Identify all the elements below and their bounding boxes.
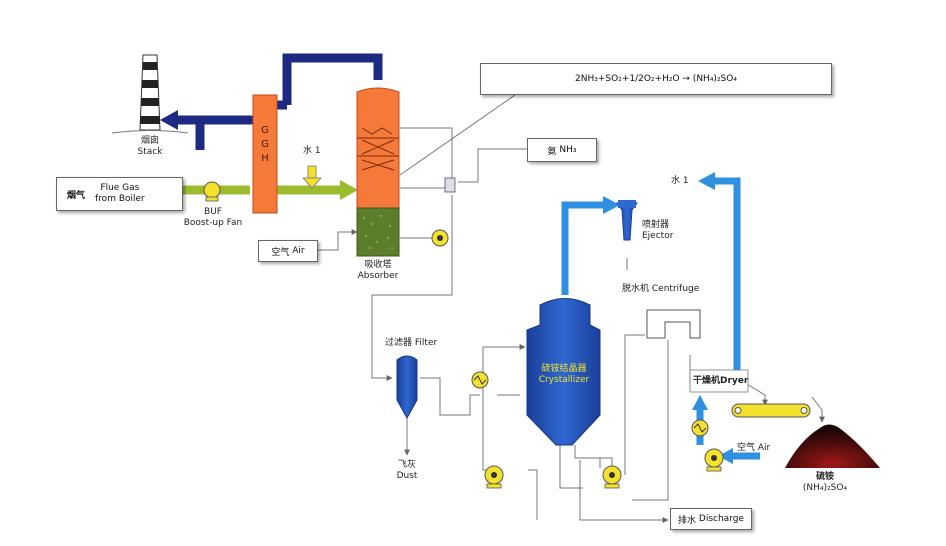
absorber-label: 吸收塔 Absorber <box>348 260 408 282</box>
product-cn: 硫铵 <box>815 472 834 482</box>
stack-en: Stack <box>137 147 163 157</box>
flue-gas-arrowhead <box>340 180 358 200</box>
buf-cn: BUF <box>204 207 222 217</box>
filter <box>396 355 418 420</box>
absorber-pump <box>431 229 449 247</box>
ejector-label: 喷射器 Ejector <box>642 220 673 242</box>
absorber-en: Absorber <box>357 271 399 281</box>
nh3-en: NH₃ <box>559 145 577 155</box>
dryer-en: Dryer <box>720 376 749 386</box>
ammonia-inlet-box: 氨 NH₃ <box>527 138 597 162</box>
dust-en: Dust <box>396 471 418 481</box>
dust-cn: 飞灰 <box>397 460 416 470</box>
crystallizer-en: Crystallizer <box>538 375 590 385</box>
reaction-equation: 2NH₃+SO₂+1/2O₂+H₂O → (NH₄)₂SO₄ <box>575 74 737 84</box>
ejector-en: Ejector <box>642 231 674 241</box>
ejector-cn: 喷射器 <box>642 220 670 230</box>
discharge-en: Discharge <box>698 514 744 524</box>
filter-cn: 过滤器 <box>385 338 413 348</box>
centrifuge-label: 脱水机 Centrifuge <box>622 284 699 295</box>
vapor-arrowhead-ejector <box>603 196 620 214</box>
buf-label: BUF Boost-up Fan <box>180 207 246 229</box>
buf-en: Boost-up Fan <box>183 218 243 228</box>
pump-recycle <box>484 465 504 489</box>
ejector <box>616 200 638 241</box>
air2-cn: 空气 <box>737 443 756 453</box>
absorber-tower <box>356 87 400 257</box>
clean-gas-arrowhead <box>160 110 178 130</box>
inline-exchanger <box>444 177 456 193</box>
dust-label: 飞灰 Dust <box>387 460 427 482</box>
heater-dryer <box>691 419 709 437</box>
filter-label: 过滤器 Filter <box>385 338 437 349</box>
dryer-housing <box>689 369 749 393</box>
filter-en: Filter <box>414 338 438 348</box>
booster-fan <box>203 181 221 202</box>
crystallizer <box>526 298 601 446</box>
air-cn: 空气 <box>271 247 290 258</box>
flue-gas-inlet-box: 烟气 Flue Gas from Boiler <box>56 177 183 211</box>
product-label: 硫铵 (NH₄)₂SO₄ <box>795 472 855 494</box>
reaction-equation-box: 2NH₃+SO₂+1/2O₂+H₂O → (NH₄)₂SO₄ <box>480 63 832 95</box>
clean-gas-duct <box>178 53 383 150</box>
air2-label: 空气 Air <box>737 443 770 454</box>
water-inlet-arrow-1 <box>302 165 322 189</box>
air-arrowhead-dryer <box>718 448 733 464</box>
air-inlet-box: 空气 Air <box>258 240 318 262</box>
fan-dryer-air <box>704 448 724 472</box>
crystallizer-label: 硫铵结晶器 Crystallizer <box>531 364 597 386</box>
heater-crystallizer <box>471 371 489 389</box>
pump-slurry <box>602 465 622 489</box>
dryer-label: 干燥机Dryer <box>693 376 748 387</box>
product-pile <box>785 424 880 468</box>
nh3-cn: 氨 <box>547 146 557 157</box>
air2-en: Air <box>757 443 771 453</box>
crystallizer-cn: 硫铵结晶器 <box>541 364 587 374</box>
ggh-label: GGH <box>261 125 269 164</box>
ggh-heat-exchanger <box>252 94 278 214</box>
product-en: (NH₄)₂SO₄ <box>802 483 848 493</box>
centrifuge-en: Centrifuge <box>651 284 700 294</box>
air-en: Air <box>292 246 305 256</box>
heat-arrow-dryer <box>692 395 708 410</box>
stack-cn: 烟囱 <box>140 136 159 146</box>
centrifuge-cn: 脱水机 <box>622 284 650 294</box>
stack-label: 烟囱 Stack <box>130 136 170 158</box>
conveyor-belt <box>731 403 811 418</box>
centrifuge <box>646 309 701 339</box>
dryer-cn: 干燥机 <box>693 376 721 386</box>
vapor-arrowhead-dryer <box>698 172 715 190</box>
flue-gas-en2: from Boiler <box>95 194 145 204</box>
discharge-box: 排水 Discharge <box>670 508 752 530</box>
water-label-2: 水 1 <box>671 176 689 186</box>
absorber-cn: 吸收塔 <box>364 260 392 270</box>
flue-gas-en: Flue Gas <box>100 183 140 193</box>
flue-gas-cn: 烟气 <box>67 190 86 201</box>
stack <box>111 54 189 134</box>
discharge-cn: 排水 <box>678 515 697 526</box>
water-label-1: 水 1 <box>303 146 321 156</box>
